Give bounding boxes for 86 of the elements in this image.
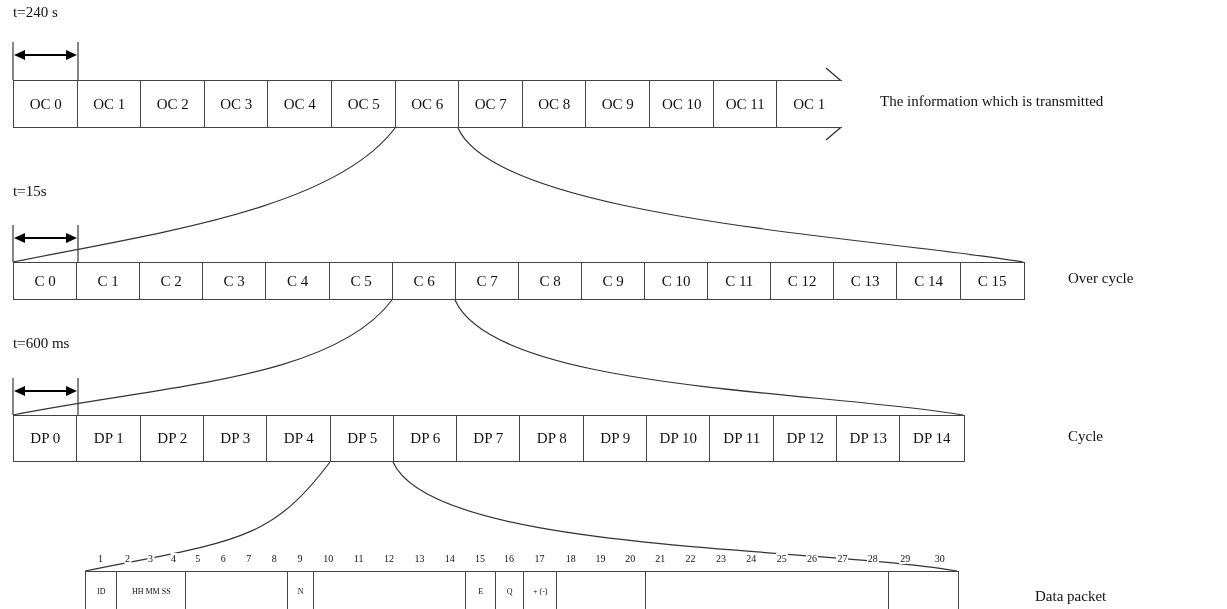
time-slot: OC 5 — [331, 80, 397, 128]
column-number: 15 — [474, 553, 486, 564]
column-number: 16 — [503, 553, 515, 564]
packet-field: HH MM SS — [116, 571, 187, 609]
time-slot: DP 3 — [203, 415, 268, 462]
time-slot: DP 4 — [266, 415, 332, 462]
time-slot: DP 13 — [836, 415, 901, 462]
column-number: 17 — [533, 553, 546, 564]
expansion-line — [12, 299, 393, 416]
column-number: 24 — [745, 553, 758, 564]
time-slot: DP 0 — [13, 415, 78, 462]
column-number: 26 — [806, 553, 819, 564]
expansion-line — [12, 127, 396, 263]
column-number: 21 — [654, 553, 667, 564]
column-number: 29 — [899, 553, 912, 564]
column-number: 28 — [866, 553, 879, 564]
time-slot: DP 2 — [140, 415, 205, 462]
time-slot: C 11 — [707, 262, 772, 300]
column-number: 5 — [194, 553, 202, 564]
time-label: t=240 s — [13, 4, 58, 21]
column-number: 22 — [684, 553, 697, 564]
column-number: 4 — [170, 553, 177, 564]
packet-field: + (-) — [523, 571, 558, 609]
time-slot: OC 6 — [395, 80, 460, 128]
row-label: Cycle — [1068, 428, 1103, 445]
time-label: t=600 ms — [13, 335, 70, 352]
time-slot: C 1 — [76, 262, 141, 300]
column-number: 14 — [443, 553, 456, 564]
time-slot: C 3 — [202, 262, 267, 300]
column-number: 8 — [270, 553, 278, 564]
packet-field: N — [287, 571, 315, 609]
row-label: Data packet — [1035, 588, 1107, 605]
time-slot: OC 1 — [776, 80, 842, 128]
time-slot: C 7 — [455, 262, 520, 300]
time-slot: DP 10 — [646, 415, 711, 462]
time-slot: C 10 — [644, 262, 709, 300]
time-slot: DP 8 — [519, 415, 585, 462]
column-number: 30 — [933, 553, 946, 564]
time-slot: OC 7 — [458, 80, 524, 128]
time-label: t=15s — [13, 183, 47, 200]
time-slot: C 9 — [581, 262, 646, 300]
time-slot: C 4 — [265, 262, 331, 300]
time-slot: DP 5 — [330, 415, 395, 462]
column-number: 3 — [147, 553, 154, 564]
time-slot: C 8 — [518, 262, 583, 300]
column-number: 1 — [97, 553, 104, 564]
time-slot: OC 4 — [267, 80, 333, 128]
time-slot: DP 11 — [709, 415, 775, 462]
column-number: 25 — [775, 553, 788, 564]
time-slot: OC 2 — [140, 80, 206, 128]
time-slot: DP 9 — [583, 415, 648, 462]
time-slot: C 6 — [392, 262, 457, 300]
packet-field: Q — [495, 571, 525, 609]
time-slot: OC 8 — [522, 80, 587, 128]
time-slot: C 15 — [960, 262, 1025, 300]
time-slot: C 14 — [896, 262, 962, 300]
time-slot: C 5 — [329, 262, 394, 300]
row-label: Over cycle — [1068, 270, 1134, 287]
packet-field: E — [465, 571, 497, 609]
time-slot: DP 1 — [76, 415, 142, 462]
time-slot: OC 3 — [204, 80, 269, 128]
time-slot: OC 1 — [77, 80, 142, 128]
column-number: 9 — [296, 553, 304, 564]
column-number: 2 — [124, 553, 131, 564]
column-number: 10 — [322, 553, 335, 564]
row-label: The information which is transmitted — [880, 93, 1104, 110]
time-slot: DP 12 — [773, 415, 838, 462]
time-slot: C 0 — [13, 262, 78, 300]
time-slot: C 2 — [139, 262, 204, 300]
column-number: 11 — [352, 553, 365, 564]
column-number: 18 — [564, 553, 577, 564]
time-slot: C 12 — [770, 262, 835, 300]
expansion-line — [457, 127, 1024, 263]
time-slot: DP 14 — [899, 415, 965, 462]
column-number: 20 — [624, 553, 637, 564]
time-slot: DP 6 — [393, 415, 458, 462]
time-slot: DP 7 — [456, 415, 521, 462]
column-number: 27 — [836, 553, 849, 564]
column-number: 23 — [714, 553, 727, 564]
time-slot: C 13 — [833, 262, 898, 300]
time-slot: OC 11 — [713, 80, 778, 128]
time-slot: OC 0 — [13, 80, 79, 128]
expansion-line — [84, 461, 331, 572]
time-slot: OC 9 — [585, 80, 651, 128]
packet-field: ID — [85, 571, 118, 609]
time-slot: OC 10 — [649, 80, 715, 128]
